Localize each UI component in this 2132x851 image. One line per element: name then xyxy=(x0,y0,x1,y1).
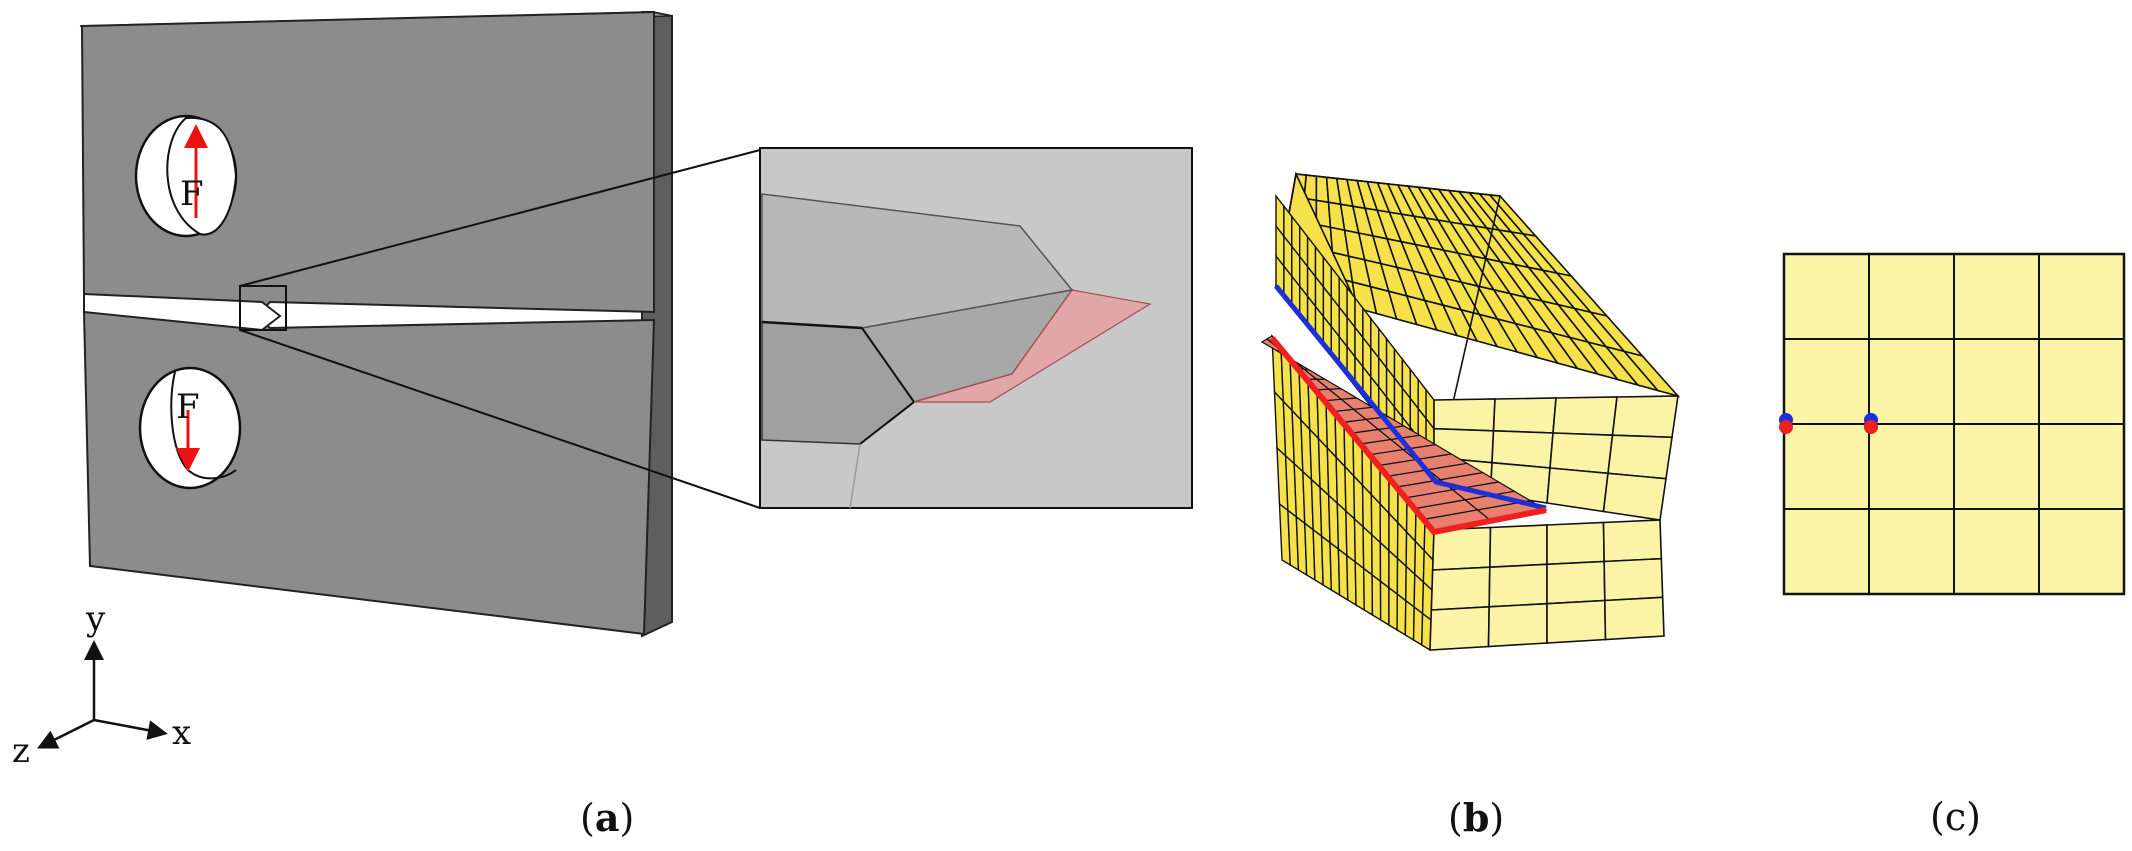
lower-crack-edge xyxy=(1269,336,1547,536)
force-label-top: F xyxy=(180,174,204,214)
mesh-element xyxy=(1552,396,1618,436)
zoom-line-top xyxy=(239,149,761,287)
zoom-region-box xyxy=(239,285,287,331)
mesh-element xyxy=(1604,596,1665,641)
mesh-element xyxy=(1396,592,1407,637)
mesh-element xyxy=(1602,519,1663,563)
mesh-element xyxy=(1433,398,1496,432)
mesh-element xyxy=(1546,521,1605,566)
mesh-element xyxy=(1546,467,1609,513)
panel-a: F F y x z xyxy=(12,10,761,771)
mesh-element xyxy=(1492,397,1557,434)
mesh-element xyxy=(1488,563,1548,608)
mesh-element xyxy=(1396,556,1407,603)
caption-a: (a) xyxy=(580,795,635,840)
panel-c-grid xyxy=(1779,252,2126,596)
mesh-element xyxy=(1371,573,1382,622)
upper-pin-hole: F xyxy=(134,114,238,238)
mesh-element xyxy=(1489,524,1548,569)
mesh-element xyxy=(1602,472,1667,521)
mesh-element xyxy=(1371,533,1382,583)
mesh-element xyxy=(1611,395,1679,439)
mesh-element xyxy=(1491,430,1554,469)
mesh-element xyxy=(1546,560,1606,605)
mesh-element xyxy=(1431,526,1492,571)
mesh-element xyxy=(1353,517,1365,570)
zoom-line-bottom xyxy=(239,329,761,509)
axis-label-x: x xyxy=(172,713,191,753)
caption-b: (b) xyxy=(1448,795,1505,840)
mesh-element xyxy=(1487,602,1548,648)
grid-cell xyxy=(2038,508,2125,595)
node-second-lower xyxy=(1864,420,1878,434)
mesh-element xyxy=(1429,605,1490,651)
mesh-element xyxy=(1549,432,1614,475)
mesh-element xyxy=(1430,566,1491,611)
axis-label-y: y xyxy=(85,599,106,639)
mesh-element xyxy=(1362,567,1374,617)
axis-triad: y x z xyxy=(12,599,191,771)
mesh-element xyxy=(1354,560,1365,612)
mesh-element xyxy=(1603,557,1664,602)
mesh-element xyxy=(1607,434,1673,480)
lower-pin-hole: F xyxy=(138,366,242,490)
zoom-inset xyxy=(759,147,1193,509)
upper-top-face xyxy=(1275,173,1681,398)
mesh-element xyxy=(1388,548,1399,596)
notch-slit xyxy=(83,292,282,332)
mesh-element xyxy=(1404,599,1415,642)
axis-label-z: z xyxy=(12,731,30,771)
mesh-element xyxy=(1362,525,1373,577)
panel-b-mesh xyxy=(1260,171,1681,652)
mesh-element xyxy=(1546,599,1607,644)
upper-crack-edge xyxy=(1274,284,1547,511)
node-left-lower xyxy=(1779,420,1793,434)
crack-plane xyxy=(913,289,1152,403)
caption-c: (c) xyxy=(1930,795,1981,839)
mesh-element xyxy=(1379,579,1390,627)
lower-front-face xyxy=(1429,519,1665,651)
mesh-element xyxy=(1388,586,1399,632)
mesh-element xyxy=(1379,541,1390,590)
force-label-bottom: F xyxy=(176,387,200,427)
